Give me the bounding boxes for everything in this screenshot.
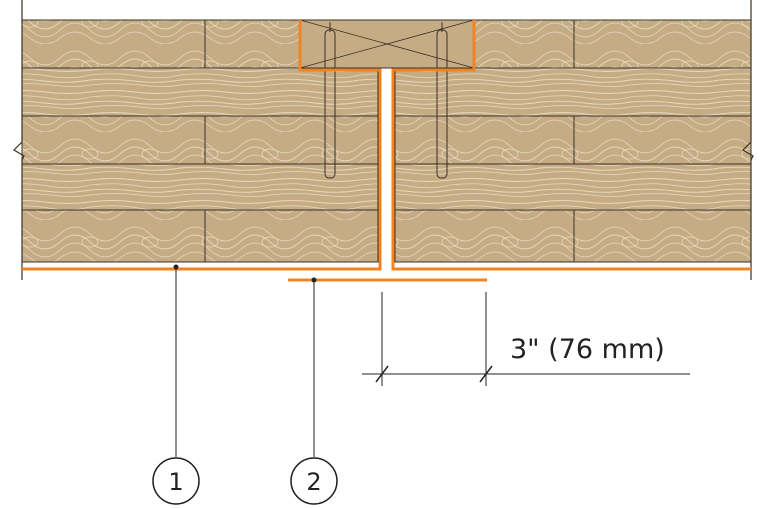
screw-left [324,22,336,179]
break-line-left [13,0,25,280]
screw-right [436,22,448,179]
callout-2-number: 2 [306,468,321,496]
leader-2 [311,277,317,457]
callout-1: 1 [152,457,200,505]
membrane-1 [22,20,751,271]
callout-1-number: 1 [168,468,183,496]
dimension-label: 3" (76 mm) [510,334,665,365]
dimension-lap-width: 3" (76 mm) [362,292,690,386]
callout-2: 2 [290,457,338,505]
clt-panel-right [394,19,752,263]
clt-panel-left [21,19,379,263]
break-line-right [742,0,754,280]
top-spline-block [299,19,475,69]
leader-1 [173,264,179,457]
